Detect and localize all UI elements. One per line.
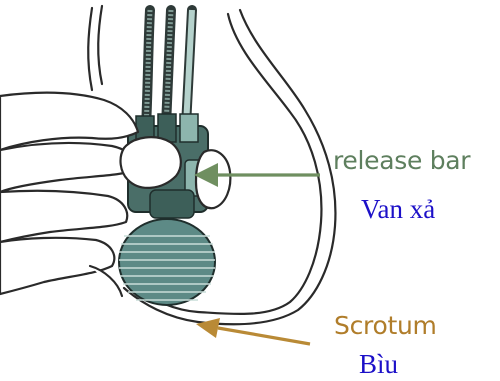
pump-bulb xyxy=(119,219,215,305)
release-bar-label: release bar xyxy=(333,148,470,173)
release-bar-label-vietnamese: Van xả xyxy=(361,196,435,223)
arrow-up-left-icon xyxy=(196,318,220,338)
release-bar-arrow xyxy=(194,163,320,187)
tubing xyxy=(146,10,192,128)
scrotum-arrow xyxy=(196,318,310,344)
scrotum-label-vietnamese: Bìu xyxy=(359,351,398,378)
scrotum-label: Scrotum xyxy=(334,313,437,338)
